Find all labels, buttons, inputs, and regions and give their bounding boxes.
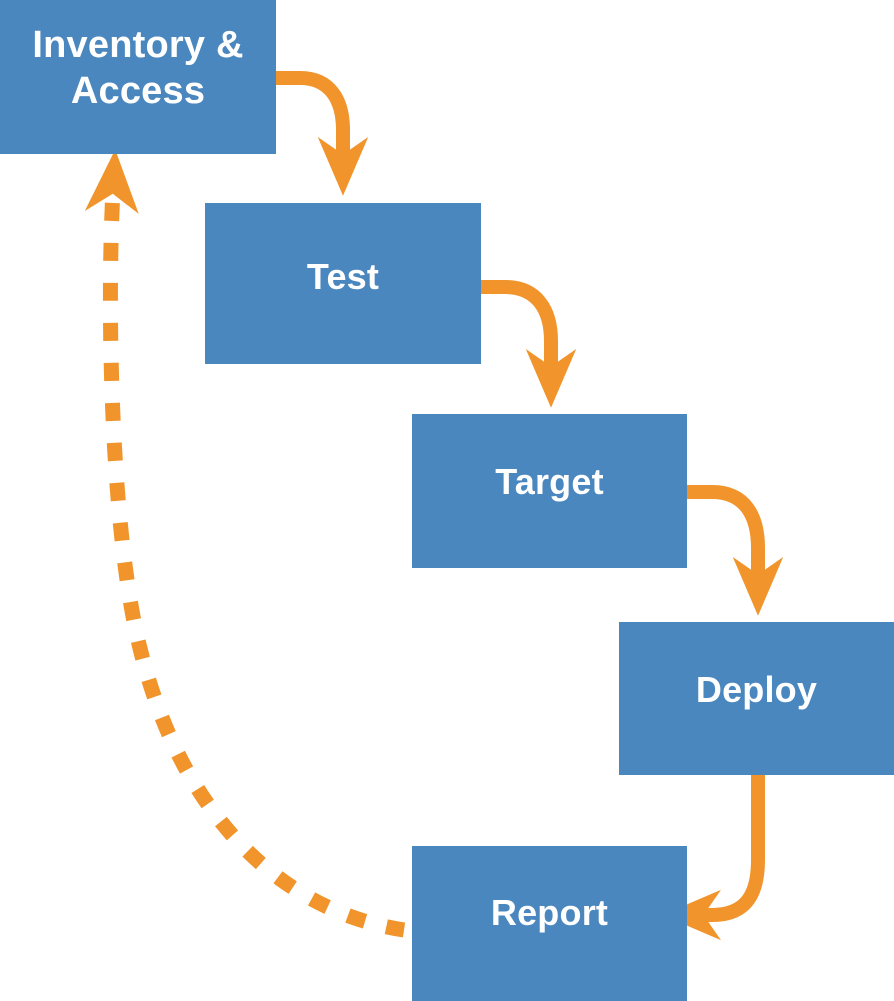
node-inventory-label-line1: Inventory & [32, 24, 244, 66]
node-inventory-and-access[interactable]: Inventory & Access [0, 0, 276, 154]
node-inventory-label: Inventory & Access [32, 22, 243, 115]
edge-target-to-deploy [687, 485, 784, 616]
edge-deploy-to-report [662, 775, 765, 941]
node-report-label: Report [490, 892, 609, 933]
node-test-label: Test [306, 256, 380, 297]
node-deploy-label: Deploy [695, 669, 818, 710]
edge-inventory-to-test [276, 71, 369, 196]
node-test[interactable]: Test [205, 203, 481, 364]
node-report[interactable]: Report [412, 846, 687, 1001]
node-target-label: Target [495, 461, 604, 502]
node-deploy[interactable]: Deploy [619, 622, 894, 775]
node-target[interactable]: Target [412, 414, 687, 568]
edge-test-to-target [481, 280, 577, 408]
node-inventory-label-line2: Access [70, 70, 206, 113]
